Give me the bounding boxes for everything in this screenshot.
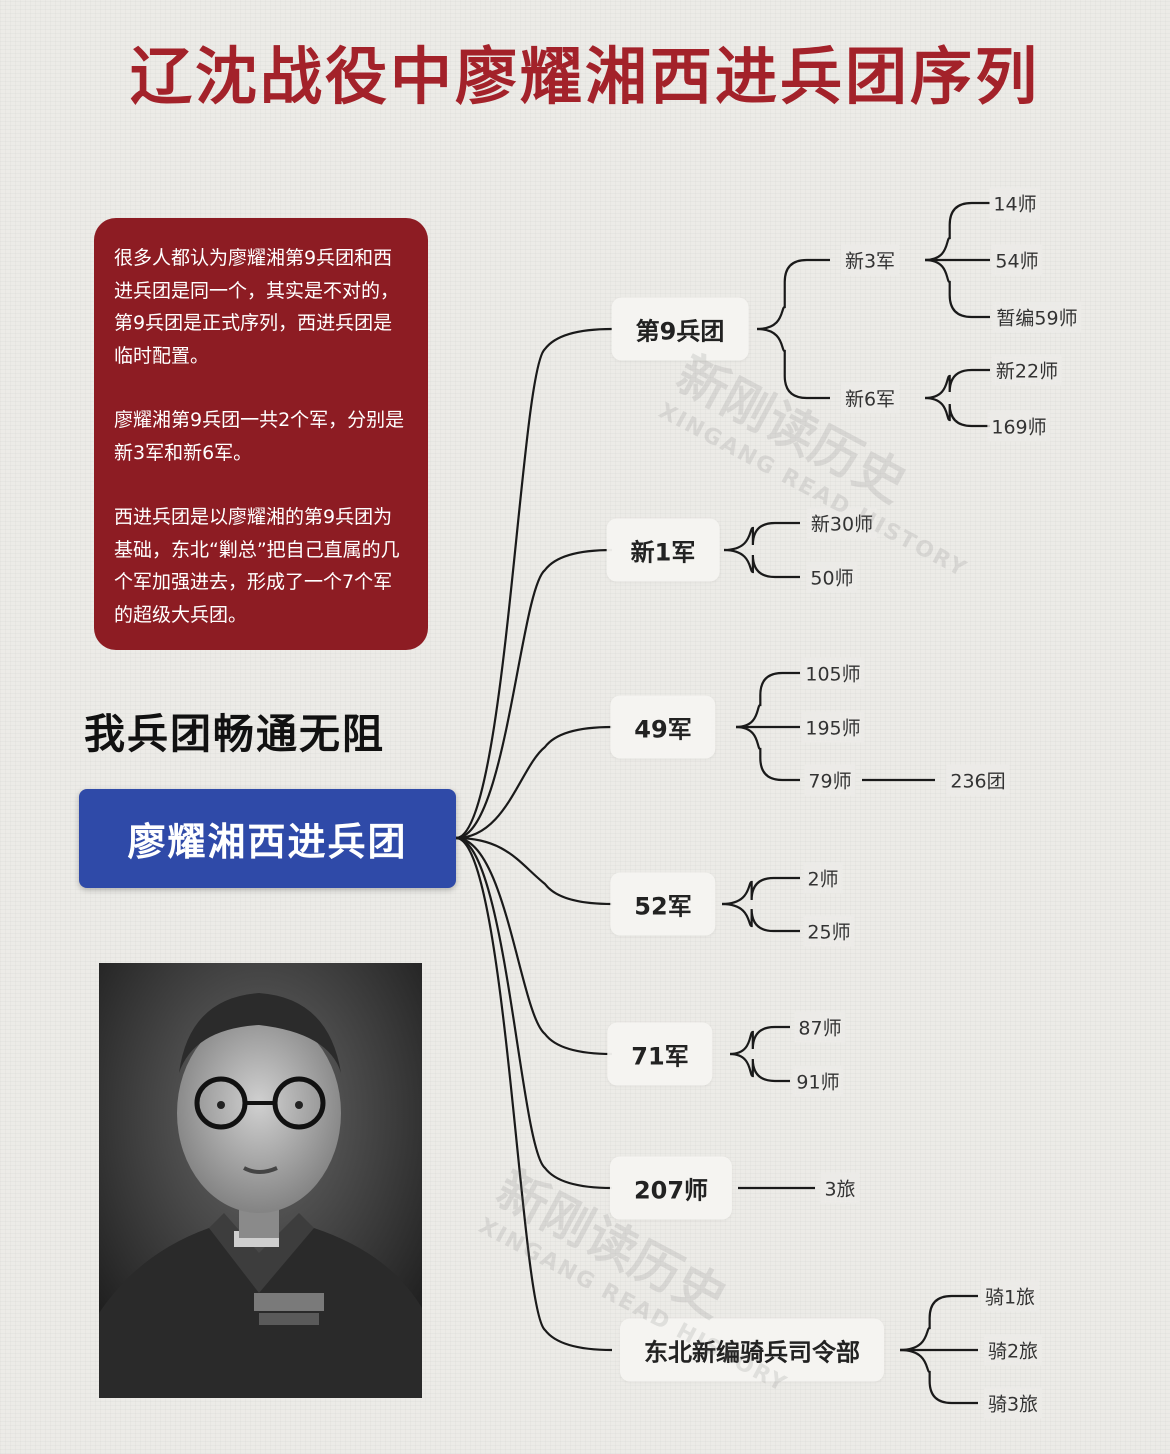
division-link <box>735 725 800 782</box>
unit-node: 新1军 <box>606 518 720 582</box>
corps-node: 新6军 <box>840 382 900 414</box>
unit-node: 49军 <box>610 695 716 759</box>
division-link <box>723 548 800 579</box>
division-node: 骑2旅 <box>983 1334 1043 1366</box>
division-node: 骑3旅 <box>983 1387 1043 1419</box>
page-title: 辽沈战役中廖耀湘西进兵团序列 <box>129 40 1040 113</box>
unit-link <box>756 327 830 400</box>
division-node: 169师 <box>987 410 1051 442</box>
division-node: 54师 <box>991 244 1043 276</box>
division-node: 79师 <box>804 764 856 796</box>
unit-node: 东北新编骑兵司令部 <box>620 1318 884 1382</box>
unit-node: 52军 <box>610 872 716 936</box>
info-note: 很多人都认为廖耀湘第9兵团和西进兵团是同一个，其实是不对的，第9兵团是正式序列，… <box>94 218 428 650</box>
unit-node: 207师 <box>609 1156 733 1220</box>
division-node: 14师 <box>989 187 1041 219</box>
unit-node: 71军 <box>607 1022 713 1086</box>
root-link <box>455 836 613 1056</box>
note-paragraph-2: 廖耀湘第9兵团一共2个军，分别是新3军和新6军。 <box>114 409 405 464</box>
division-node: 暂编59师 <box>992 301 1082 333</box>
division-link <box>924 201 990 262</box>
division-node: 骑1旅 <box>980 1280 1040 1312</box>
slogan: 我兵团畅通无阻 <box>84 710 385 758</box>
root-link <box>455 836 613 906</box>
division-link <box>924 396 990 428</box>
note-paragraph-1: 很多人都认为廖耀湘第9兵团和西进兵团是同一个，其实是不对的，第9兵团是正式序列，… <box>114 247 400 367</box>
division-link <box>924 258 990 319</box>
division-link <box>899 1294 978 1352</box>
division-node: 87师 <box>794 1011 846 1043</box>
root-link <box>455 548 613 840</box>
division-node: 新22师 <box>991 354 1063 386</box>
unit-node: 第9兵团 <box>611 297 749 361</box>
division-node: 新30师 <box>806 507 878 539</box>
division-node: 25师 <box>803 915 855 947</box>
root-link <box>455 836 613 1190</box>
division-link <box>735 671 800 729</box>
regiment-node: 236团 <box>946 764 1010 796</box>
portrait-photo <box>99 963 422 1398</box>
root-link <box>455 836 613 1352</box>
corps-node: 新3军 <box>840 244 900 276</box>
division-link <box>899 1348 978 1405</box>
root-link <box>455 327 613 840</box>
division-node: 50师 <box>806 561 858 593</box>
unit-link <box>756 258 830 331</box>
division-link <box>721 876 800 906</box>
division-link <box>924 368 990 400</box>
division-link <box>729 1025 790 1056</box>
division-node: 105师 <box>801 657 865 689</box>
division-node: 2师 <box>803 862 843 894</box>
note-paragraph-3: 西进兵团是以廖耀湘的第9兵团为基础，东北“剿总”把自己直属的几个军加强进去，形成… <box>114 506 400 626</box>
root-node: 廖耀湘西进兵团 <box>79 789 456 888</box>
root-link <box>455 725 613 840</box>
division-node: 195师 <box>801 711 865 743</box>
division-link <box>729 1052 790 1083</box>
division-node: 91师 <box>792 1065 844 1097</box>
division-link <box>721 902 800 933</box>
division-node: 3旅 <box>820 1172 860 1204</box>
division-link <box>723 521 800 552</box>
